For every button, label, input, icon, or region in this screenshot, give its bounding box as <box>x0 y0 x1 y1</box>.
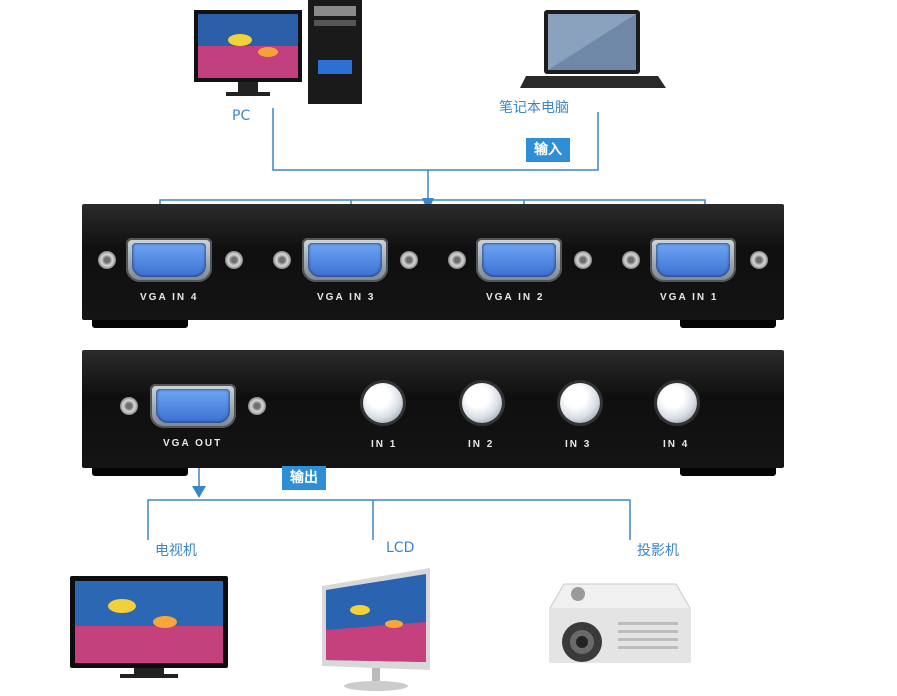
laptop-icon <box>520 10 666 88</box>
in-3-label: IN 3 <box>565 439 592 450</box>
lcd-label: LCD <box>386 540 415 556</box>
vga-in-1-label: VGA IN 1 <box>660 292 719 303</box>
tv-label: 电视机 <box>155 543 197 559</box>
screw-icon <box>273 251 291 269</box>
vga-in-4-port <box>126 238 212 282</box>
screw-icon <box>622 251 640 269</box>
screw-icon <box>225 251 243 269</box>
in-4-button[interactable] <box>657 383 697 423</box>
front-foot-right <box>680 468 776 476</box>
in-3-button[interactable] <box>560 383 600 423</box>
screw-icon <box>98 251 116 269</box>
screw-icon <box>120 397 138 415</box>
vga-in-2-label: VGA IN 2 <box>486 292 545 303</box>
vga-in-2-port <box>476 238 562 282</box>
screw-icon <box>750 251 768 269</box>
projector-label: 投影机 <box>637 543 679 559</box>
vga-in-3-label: VGA IN 3 <box>317 292 376 303</box>
vga-in-4-label: VGA IN 4 <box>140 292 199 303</box>
vga-in-3-port <box>302 238 388 282</box>
in-2-label: IN 2 <box>468 439 495 450</box>
front-foot-left <box>92 468 188 476</box>
screw-icon <box>248 397 266 415</box>
in-1-button[interactable] <box>363 383 403 423</box>
vga-out-port <box>150 384 236 428</box>
lcd-monitor-icon <box>322 568 430 691</box>
screw-icon <box>400 251 418 269</box>
output-tag: 输出 <box>282 466 326 490</box>
vga-out-label: VGA OUT <box>163 438 223 449</box>
in-1-label: IN 1 <box>371 439 398 450</box>
projector-icon <box>549 583 691 663</box>
laptop-label: 笔记本电脑 <box>499 100 569 116</box>
vga-in-1-port <box>650 238 736 282</box>
in-4-label: IN 4 <box>663 439 690 450</box>
input-tag: 输入 <box>526 138 570 162</box>
screw-icon <box>448 251 466 269</box>
screw-icon <box>574 251 592 269</box>
back-foot-left <box>92 320 188 328</box>
in-2-button[interactable] <box>462 383 502 423</box>
tv-icon <box>70 576 228 678</box>
back-foot-right <box>680 320 776 328</box>
desktop-pc-icon <box>194 0 362 104</box>
pc-label: PC <box>232 108 251 124</box>
output-arrow-icon <box>192 486 206 498</box>
